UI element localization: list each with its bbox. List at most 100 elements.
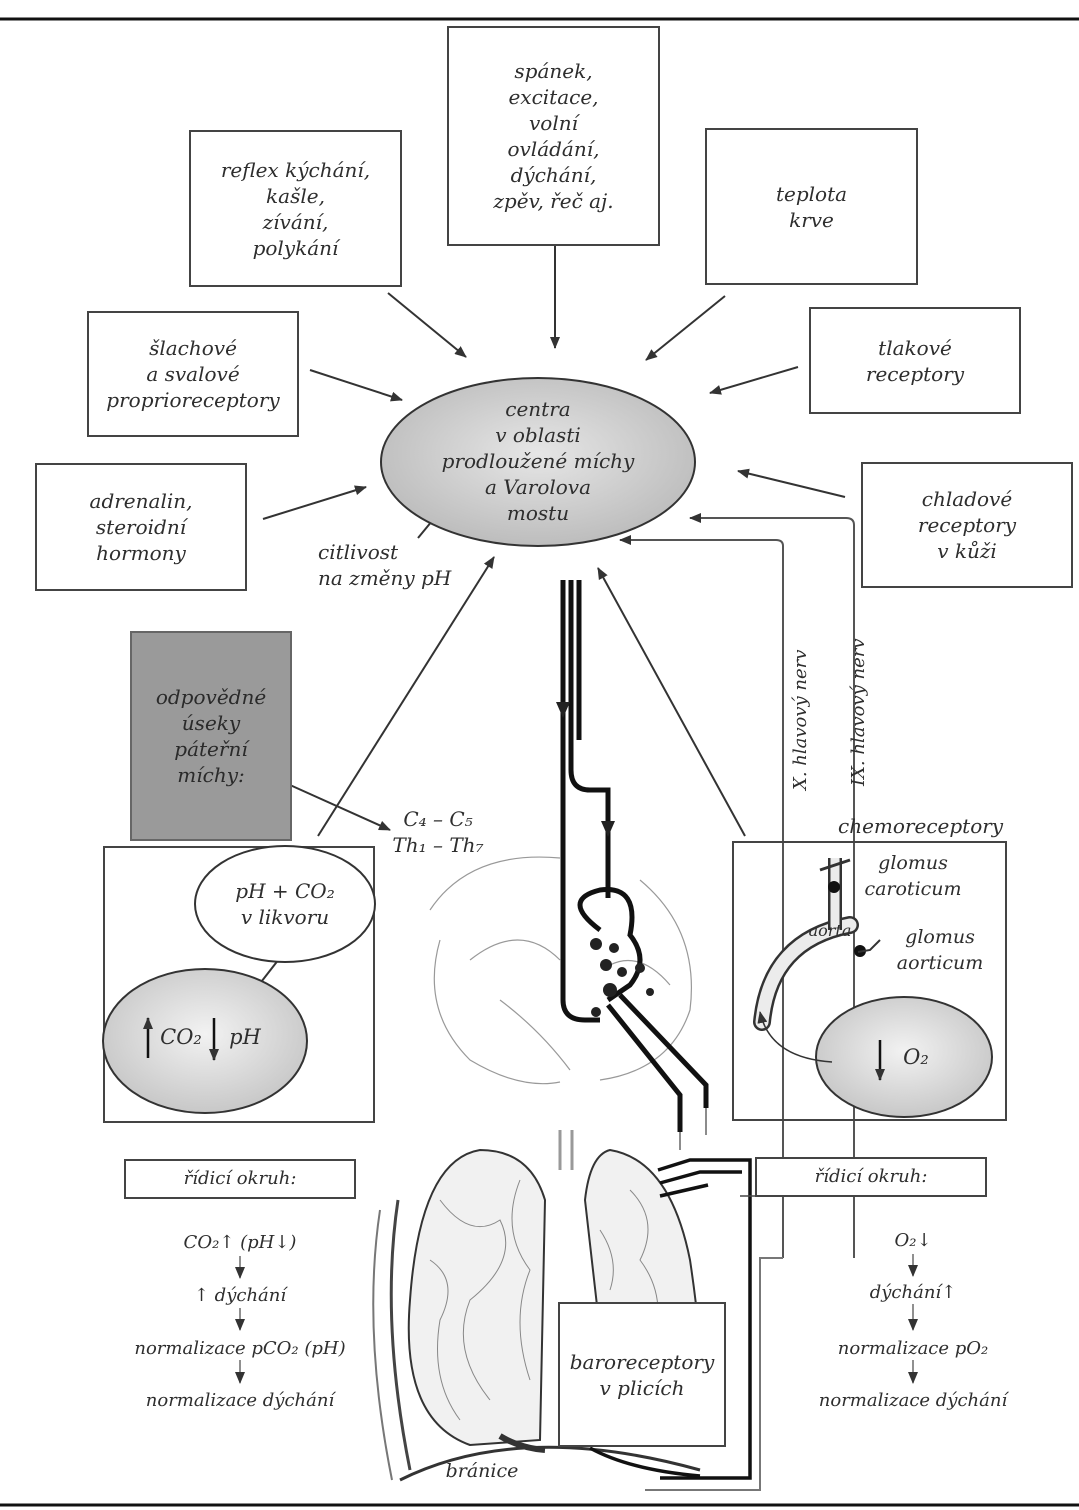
hormones-line: hormony <box>96 541 186 565</box>
reflexes-line: kašle, <box>266 183 325 208</box>
aorticum-line: glomus <box>905 926 975 948</box>
caroticum-line: glomus <box>878 852 948 874</box>
proprio-line: a svalové <box>146 362 240 386</box>
baro-line: baroreceptory <box>569 1349 715 1374</box>
box-blood-temperature: teplota krve <box>705 128 918 285</box>
ph-sensitivity-line: citlivost <box>318 540 399 564</box>
spinal-line: odpovědné <box>155 685 267 709</box>
circuit-right-step: normalizace pO₂ <box>837 1338 989 1359</box>
temp-line: krve <box>789 207 834 232</box>
circuit-right-title-box: řídicí okruh: <box>755 1157 987 1197</box>
reflexes-line: polykání <box>252 235 339 260</box>
arrow-cold <box>737 468 846 498</box>
glomus-caroticum-label: glomus caroticum <box>848 850 978 902</box>
spinal-line: páteřní <box>174 737 248 761</box>
sleep-line: volní <box>528 111 578 135</box>
sleep-line: spánek, <box>514 59 593 83</box>
center-line: centra <box>505 397 571 421</box>
circuit-left-step: CO₂↑ (pH↓) <box>183 1232 297 1253</box>
box-proprioreceptors: šlachové a svalové proprioreceptory <box>87 311 299 437</box>
glomus-aorticum-label: glomus aorticum <box>880 924 1000 976</box>
nerve-x-path <box>619 535 784 1258</box>
ph-left-label: pH <box>229 1025 261 1049</box>
circuit-right-title: řídicí okruh: <box>814 1166 928 1187</box>
center-ellipse <box>380 377 696 547</box>
arrow-hormones <box>262 485 367 520</box>
box-spinal-segments: odpovědné úseky páteřní míchy: <box>130 631 292 841</box>
arrow-blood-chemo <box>757 1011 833 1063</box>
segments-label: C₄ – C₅ Th₁ – Th₇ <box>378 806 498 858</box>
arrow-pressure <box>709 366 799 395</box>
ph-sensitivity-label: citlivost na změny pH <box>318 539 478 591</box>
hormones-line: adrenalin, <box>89 489 193 513</box>
arrow-chemo <box>597 567 746 837</box>
spinal-line: úseky <box>181 711 241 735</box>
proprio-line: šlachové <box>149 336 237 360</box>
sleep-line: excitace, <box>508 85 599 109</box>
circuit-right-step: O₂↓ <box>894 1230 932 1251</box>
proprio-line: proprioreceptory <box>106 388 280 412</box>
pressure-line: tlakové <box>878 335 952 360</box>
circuit-right-step: normalizace dýchání <box>818 1390 1008 1411</box>
cold-line: receptory <box>917 513 1017 537</box>
circuit-left-title-box: řídicí okruh: <box>124 1159 356 1199</box>
circuit-left-step: ↑ dýchání <box>193 1285 287 1306</box>
chemo-panel-frame <box>732 841 1007 1121</box>
csf-line: v likvoru <box>240 905 330 929</box>
diaphragm-label: bránice <box>445 1460 519 1482</box>
box-cold-receptors: chladové receptory v kůži <box>861 462 1073 588</box>
box-baroreceptors: baroreceptory v plicích <box>558 1302 726 1447</box>
center-line: mostu <box>506 501 570 525</box>
aorticum-line: aorticum <box>896 952 984 974</box>
reflexes-line: zívání, <box>262 209 329 234</box>
level-arrows <box>143 1017 885 1081</box>
blood-ellipse-left <box>102 968 308 1114</box>
o2-right-label: O₂ <box>903 1045 929 1069</box>
arrow-csf <box>317 556 495 837</box>
circuit-left-step: normalizace dýchání <box>145 1390 335 1411</box>
nerve-x-label: X. hlavový nerv <box>790 649 811 790</box>
spinal-line: míchy: <box>177 763 245 787</box>
lung-nerves <box>589 1158 752 1480</box>
center-line: prodloužené míchy <box>441 449 635 473</box>
center-line: a Varolova <box>484 475 592 499</box>
sleep-line: dýchání, <box>510 163 597 187</box>
csf-ellipse <box>194 845 376 963</box>
circuit-left-title: řídicí okruh: <box>183 1168 297 1189</box>
glomus-caroticum-dot <box>828 881 840 893</box>
cold-line: chladové <box>921 487 1013 511</box>
temp-line: teplota <box>775 181 848 206</box>
co2-left-label: CO₂ <box>160 1025 202 1049</box>
box-hormones: adrenalin, steroidní hormony <box>35 463 247 591</box>
box-pressure-receptors: tlakové receptory <box>809 307 1021 414</box>
arrow-proprio <box>309 369 403 402</box>
csf-line: pH + CO₂ <box>235 879 335 903</box>
aorta-label: aorta <box>808 921 852 940</box>
sleep-line: ovládání, <box>507 137 600 161</box>
arrow-reflexes <box>387 292 467 358</box>
circuit-right-step: dýchání↑ <box>869 1282 957 1303</box>
center-label: centra v oblasti prodloužené míchy a Var… <box>401 396 675 526</box>
center-line: v oblasti <box>495 423 581 447</box>
nerve-ix-label: IX. hlavový nerv <box>848 638 869 786</box>
box-sleep-excitation: spánek, excitace, volní ovládání, dýchán… <box>447 26 660 246</box>
cold-line: v kůži <box>937 539 997 563</box>
sleep-line: zpěv, řeč aj. <box>493 189 614 213</box>
nerve-paths <box>619 513 855 1258</box>
blood-ellipse-right <box>815 996 993 1118</box>
circuit-left-step: normalizace pCO₂ (pH) <box>134 1338 346 1359</box>
box-reflexes: reflex kýchání, kašle, zívání, polykání <box>189 130 402 287</box>
csf-label: pH + CO₂ v likvoru <box>205 878 365 930</box>
arrow-temp <box>645 295 726 361</box>
heart-sketch <box>429 856 693 1085</box>
ganglia <box>590 938 654 1017</box>
nerve-ix-path <box>689 513 855 1258</box>
baro-line: v plicích <box>599 1375 685 1400</box>
pressure-line: receptory <box>865 361 965 386</box>
hormones-line: steroidní <box>95 515 187 539</box>
reflexes-line: reflex kýchání, <box>220 157 371 182</box>
csf-panel-frame <box>103 846 375 1123</box>
motor-pathways <box>560 580 709 1132</box>
chemoreceptors-title: chemoreceptory <box>838 814 1004 838</box>
